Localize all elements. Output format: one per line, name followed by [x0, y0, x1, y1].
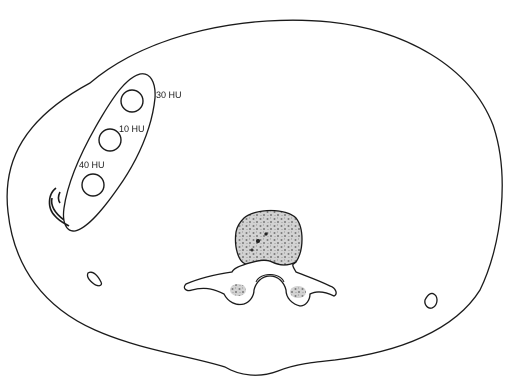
body-dark-spot: [264, 232, 267, 235]
organ-outline: [63, 74, 155, 231]
body-dark-spot: [251, 249, 254, 252]
roi-label-middle: 10 HU: [119, 124, 145, 134]
vertebra: [184, 211, 336, 307]
vertebral-body: [235, 211, 302, 266]
roi-label-top: 30 HU: [156, 90, 182, 100]
body-outline: [7, 20, 502, 375]
left-small-structure: [49, 188, 69, 226]
roi-label-bottom: 40 HU: [79, 160, 105, 170]
right-pedicle-bone: [290, 286, 306, 298]
roi-circle-bottom: [82, 174, 104, 196]
left-lower-structure: [87, 272, 101, 286]
left-pedicle-bone: [230, 284, 246, 296]
roi-circle-top: [121, 90, 143, 112]
right-small-structure: [425, 293, 437, 308]
body-dark-spot: [256, 239, 260, 243]
roi-circle-middle: [99, 129, 121, 151]
vertebral-arch: [184, 260, 336, 306]
